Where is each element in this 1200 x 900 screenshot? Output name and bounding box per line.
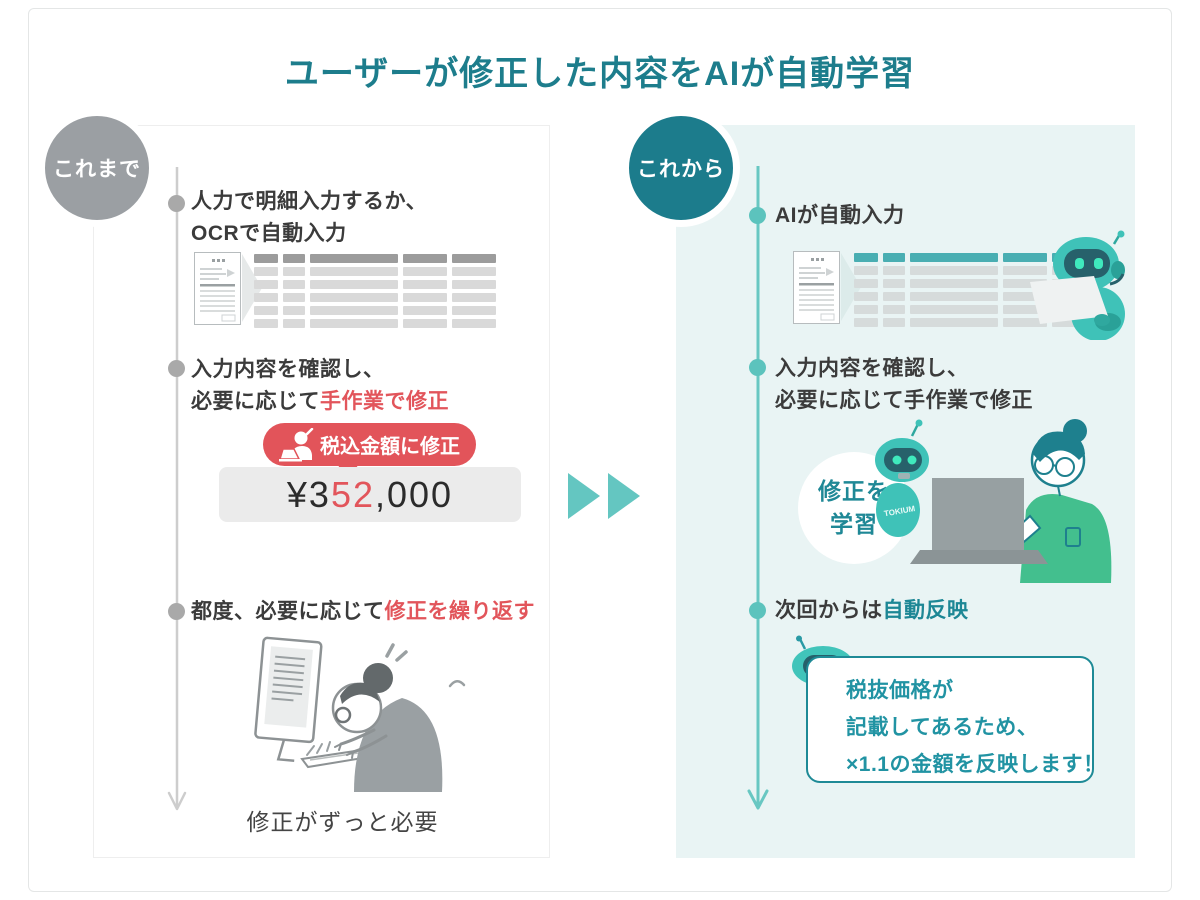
after-panel: AIが自動入力 [676, 125, 1135, 858]
before-panel: 人力で明細入力するか、 OCRで自動入力 入力内 [93, 125, 550, 858]
fast-forward-icon [568, 473, 640, 519]
before-data-table [254, 254, 496, 328]
before-step2-text: 入力内容を確認し、 必要に応じて手作業で修正 [191, 358, 449, 413]
before-step1-dot [168, 195, 185, 212]
stressed-user-illustration [254, 636, 466, 792]
ai-robot-user-illustration: TOKIUM [875, 419, 1112, 583]
page-title: ユーザーが修正した内容をAIが自動学習 [284, 55, 916, 93]
invoice-document-icon [793, 251, 840, 324]
after-step1-dot [749, 207, 766, 224]
correction-badge: 税込金額に修正 [263, 423, 476, 466]
after-timeline [747, 166, 769, 810]
speech-bubble: 税抜価格が 記載してあるため、 ×1.1の金額を反映します！ [806, 656, 1104, 783]
before-step1-text: 人力で明細入力するか、 OCRで自動入力 [191, 190, 428, 245]
before-footer-note: 修正がずっと必要 [246, 809, 439, 835]
after-badge: これから [622, 109, 740, 227]
before-step3-text: 都度、必要に応じて修正を繰り返す [191, 600, 535, 623]
before-badge: これまで [38, 109, 156, 227]
after-step2-text: 入力内容を確認し、 必要に応じて手作業で修正 [775, 357, 1033, 412]
person-at-laptop-icon [279, 428, 314, 462]
before-step2-dot [168, 360, 185, 377]
after-step1-text: AIが自動入力 [775, 204, 905, 227]
projection-beam [841, 253, 861, 321]
before-timeline [167, 167, 187, 811]
after-step2-dot [749, 359, 766, 376]
after-step3-dot [749, 602, 766, 619]
projection-beam [242, 254, 262, 322]
robot-icon [1030, 230, 1125, 340]
before-step3-dot [168, 603, 185, 620]
invoice-document-icon [194, 252, 241, 325]
after-step3-text: 次回からは自動反映 [775, 599, 969, 622]
